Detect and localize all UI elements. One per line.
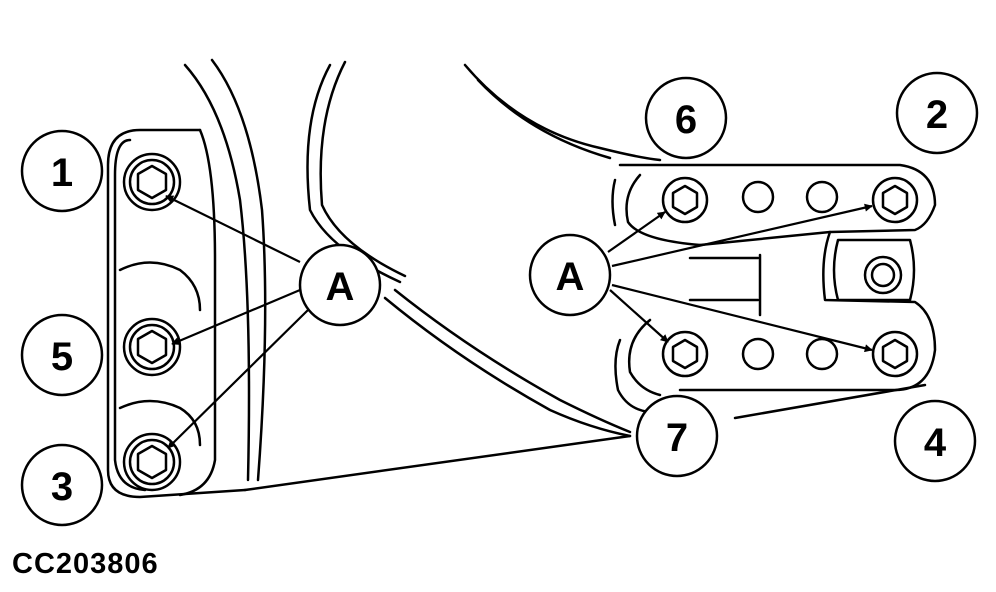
figure-id: CC203806 [12, 548, 159, 580]
callout-5-label: 5 [51, 335, 73, 379]
callout-4-circle [893, 399, 977, 483]
right-bolt-lower-left [661, 330, 709, 378]
callout-1-circle [20, 129, 104, 213]
left-bolt-middle [122, 317, 182, 377]
callout-a-right-label: A [556, 255, 585, 299]
right-center-bolt [863, 255, 903, 295]
callout-a-left-circle [298, 243, 382, 327]
callout-7-label: 7 [666, 416, 688, 460]
left-bracket [106, 58, 632, 499]
callout-5-circle [20, 313, 104, 397]
callout-6-circle [644, 76, 728, 160]
callout-6-label: 6 [675, 98, 697, 142]
callout-1-label: 1 [51, 151, 73, 195]
callout-2-circle [895, 71, 979, 155]
callout-7-circle [635, 394, 719, 478]
callout-2-label: 2 [926, 93, 948, 137]
right-bracket [463, 63, 937, 420]
leader-arrows [165, 195, 873, 449]
left-bolt-upper [122, 152, 182, 212]
callout-3-circle [20, 443, 104, 527]
right-bolt-lower-right [871, 330, 919, 378]
right-bolt-upper-left [661, 176, 709, 224]
callout-a-left-label: A [326, 265, 355, 309]
callout-3-label: 3 [51, 465, 73, 509]
left-bolt-lower [122, 432, 182, 492]
callout-a-right-circle [528, 233, 612, 317]
callout-4-label: 4 [924, 421, 947, 465]
right-bracket-holes [741, 180, 839, 371]
right-bolt-upper-right [871, 176, 919, 224]
